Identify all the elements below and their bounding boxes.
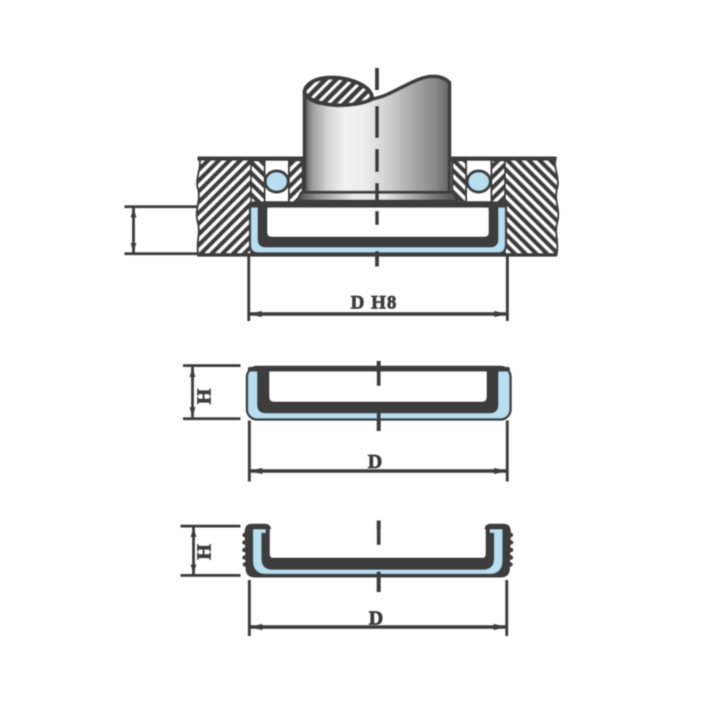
svg-text:D: D — [368, 451, 382, 473]
svg-text:H: H — [194, 544, 216, 560]
svg-text:D H8: D H8 — [351, 293, 398, 314]
svg-text:D: D — [369, 608, 383, 630]
svg-text:H: H — [193, 388, 215, 404]
